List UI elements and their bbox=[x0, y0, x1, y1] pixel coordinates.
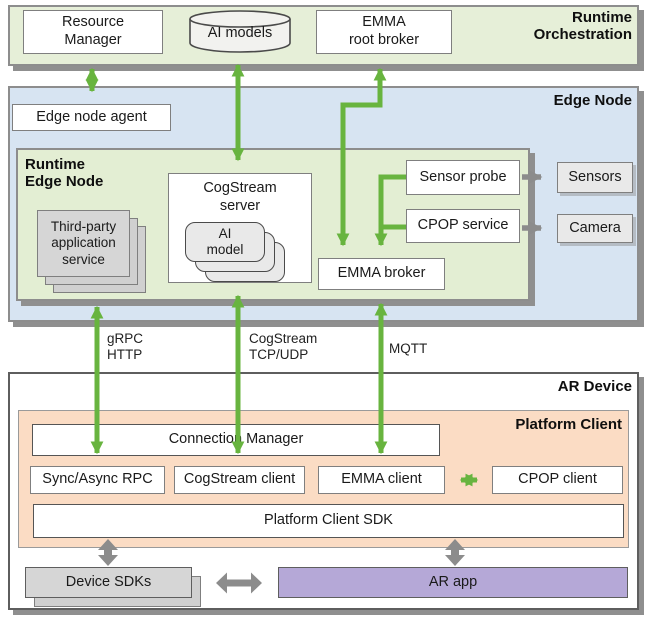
edge-node-agent-box: Edge node agent bbox=[12, 104, 171, 131]
protocol-label-grpc: gRPC HTTP bbox=[107, 331, 144, 363]
protocol-label-mqtt: MQTT bbox=[389, 341, 428, 356]
runtime-orchestration-title: Runtime Orchestration bbox=[533, 9, 632, 44]
connection-manager-box: Connection Manager bbox=[32, 424, 440, 456]
device-sdks-box: Device SDKs bbox=[25, 567, 192, 598]
runtime-edge-node-title: Runtime Edge Node bbox=[25, 156, 104, 191]
ai-models-label: AI models bbox=[207, 25, 273, 41]
third-party-application-service-box: Third-party application service bbox=[37, 210, 130, 277]
platform-client-sdk-box: Platform Client SDK bbox=[33, 504, 624, 538]
ar-app-box: AR app bbox=[278, 567, 628, 598]
cpop-service-box: CPOP service bbox=[406, 209, 520, 243]
protocol-label-cogstream: CogStream TCP/UDP bbox=[249, 331, 318, 363]
camera-box: Camera bbox=[557, 214, 633, 243]
edge-node-title: Edge Node bbox=[553, 92, 632, 109]
sensor-probe-box: Sensor probe bbox=[406, 160, 520, 195]
sync-async-rpc-box: Sync/Async RPC bbox=[30, 466, 165, 494]
cogstream-client-box: CogStream client bbox=[174, 466, 305, 494]
emma-root-broker-box: EMMA root broker bbox=[316, 10, 452, 54]
platform-client-title: Platform Client bbox=[515, 416, 622, 433]
ar-device-title: AR Device bbox=[557, 378, 632, 395]
emma-client-box: EMMA client bbox=[318, 466, 445, 494]
emma-broker-box: EMMA broker bbox=[318, 258, 445, 290]
ai-model-box: AI model bbox=[185, 222, 265, 262]
sensors-box: Sensors bbox=[557, 162, 633, 193]
resource-manager-box: Resource Manager bbox=[23, 10, 163, 54]
cpop-client-box: CPOP client bbox=[492, 466, 623, 494]
